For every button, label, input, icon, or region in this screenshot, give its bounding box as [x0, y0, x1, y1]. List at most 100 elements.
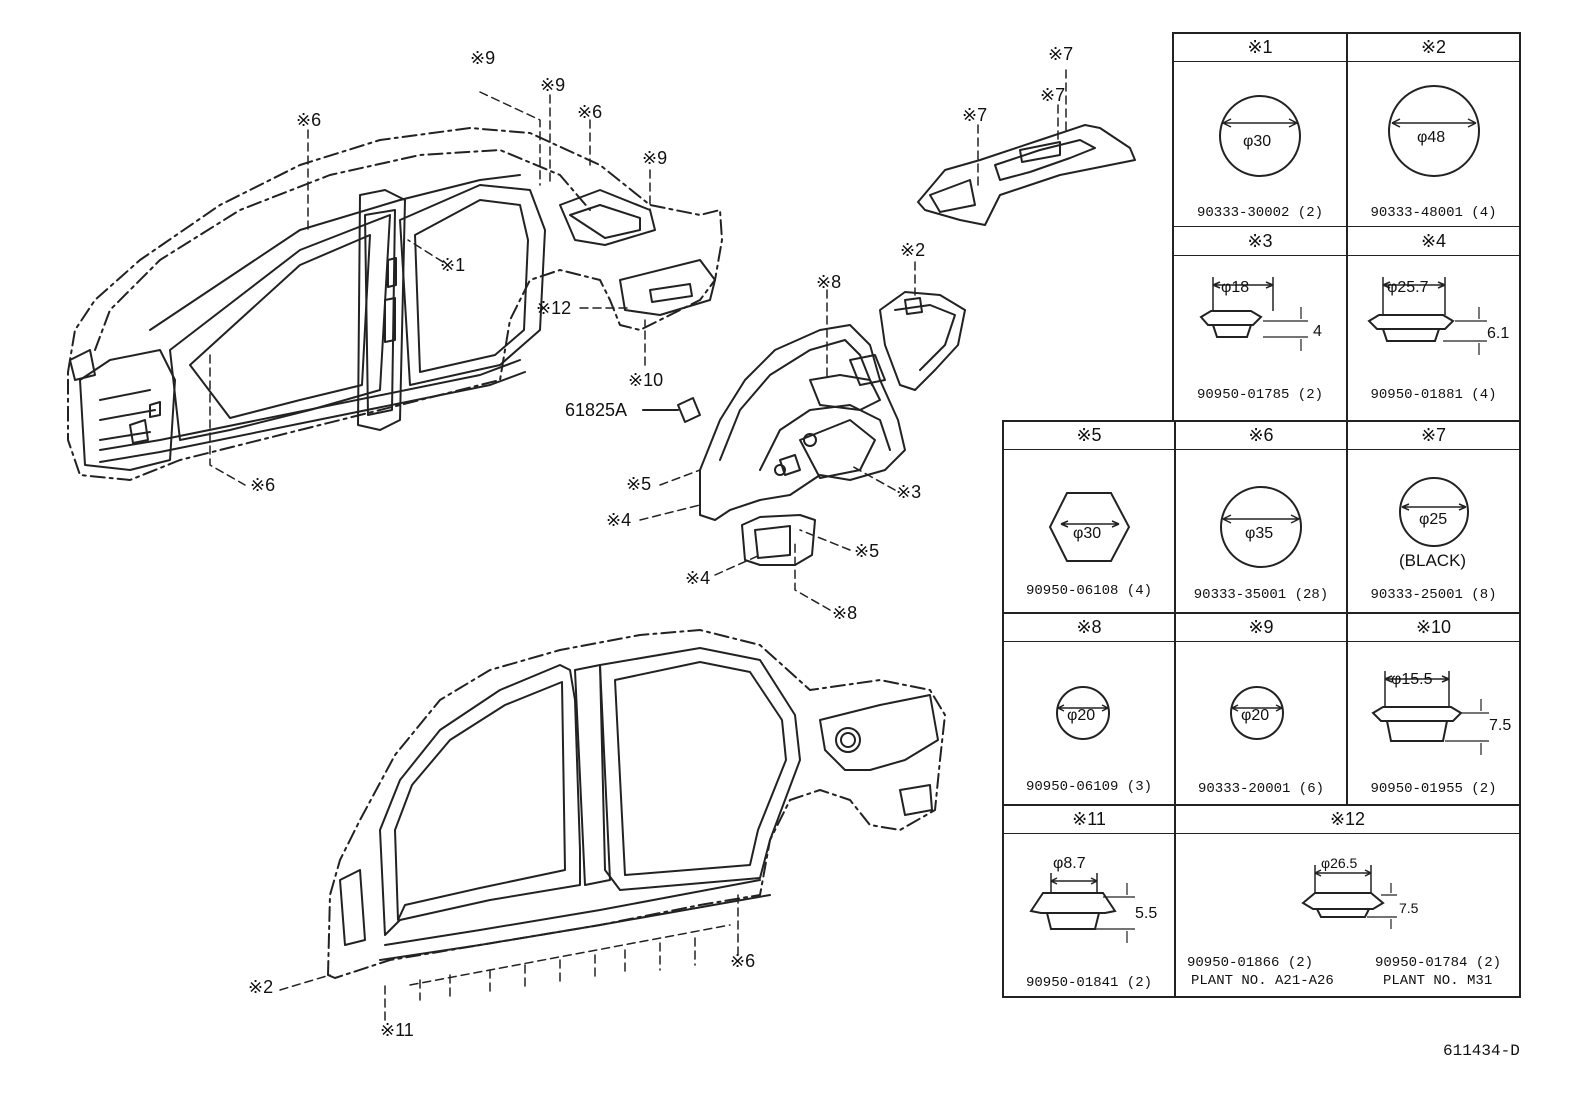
hex-plug-icon	[1048, 492, 1131, 562]
callout-10: ※10	[628, 370, 664, 390]
plug-height: 4	[1313, 323, 1322, 340]
plug-part-number: 90333-48001 (4)	[1370, 205, 1497, 221]
callout-7-a: ※7	[1048, 44, 1074, 64]
callout-5-left: ※5	[626, 474, 652, 494]
callout-3: ※3	[896, 482, 922, 502]
round-plug-icon	[1399, 477, 1469, 547]
round-plug-icon	[1388, 85, 1480, 177]
plug-cell-10: ※10 φ15.5 7.5 90950-01955 (2)	[1346, 612, 1521, 806]
leader-lines	[209, 69, 1067, 1021]
callout-2-upper: ※2	[900, 240, 926, 260]
plug-diameter: φ8.7	[1053, 855, 1086, 872]
round-plug-icon	[1220, 486, 1302, 568]
plug-diameter: φ48	[1417, 129, 1446, 146]
callout-7-c: ※7	[962, 105, 988, 125]
plug-header: ※2	[1347, 33, 1520, 62]
plug-cell-6: ※6 φ35 90333-35001 (28)	[1174, 420, 1348, 614]
plug-cell-2: ※2 φ48 90333-48001 (4)	[1346, 32, 1521, 227]
part-61825A-label: 61825A	[565, 400, 628, 420]
plug-height: 7.5	[1489, 717, 1512, 734]
plug-diameter: φ25	[1419, 511, 1448, 528]
plug-header: ※9	[1175, 613, 1347, 642]
plug-plant-a: PLANT NO. A21-A26	[1191, 973, 1334, 989]
cap-plug-icon	[1029, 873, 1135, 943]
plug-height: 6.1	[1487, 325, 1510, 342]
plug-part-number: 90333-30002 (2)	[1196, 205, 1324, 221]
callout-9-top: ※9	[470, 48, 496, 68]
plug-diameter: φ15.5	[1391, 671, 1433, 688]
plug-table-lower	[1002, 420, 1521, 998]
callout-6-roof: ※6	[296, 110, 322, 130]
plug-plant-b: PLANT NO. M31	[1383, 973, 1493, 989]
plug-header: ※1	[1173, 33, 1347, 62]
callout-2-lower: ※2	[248, 977, 274, 997]
round-plug-icon	[1056, 686, 1110, 740]
callout-6-sill: ※6	[730, 951, 756, 971]
plug-cell-7: ※7 φ25 (BLACK) 90333-25001 (8)	[1346, 420, 1521, 614]
callout-9-right: ※9	[642, 148, 668, 168]
callout-7-b: ※7	[1040, 85, 1066, 105]
rear-wheel-house	[699, 324, 906, 521]
round-plug-icon	[1230, 686, 1284, 740]
plug-diameter: φ20	[1067, 707, 1096, 724]
callout-5-right: ※5	[854, 541, 880, 561]
plug-part-number: 90950-01955 (2)	[1370, 781, 1497, 797]
callout-9-mid: ※9	[540, 75, 566, 95]
plug-cell-8: ※8 φ20 90950-06109 (3)	[1002, 612, 1176, 806]
callout-6-top: ※6	[577, 102, 603, 122]
plug-header: ※8	[1003, 613, 1175, 642]
plug-diameter: φ18	[1221, 279, 1250, 296]
plug-height: 5.5	[1135, 905, 1158, 922]
plug-cell-1: ※1 φ30 90333-30002 (2)	[1172, 32, 1348, 227]
plug-cell-9: ※9 φ20 90333-20001 (6)	[1174, 612, 1348, 806]
outer-side-panel	[327, 629, 946, 979]
inner-side-panel	[67, 127, 723, 481]
plug-header: ※10	[1347, 613, 1520, 642]
plug-part-number: 90333-35001 (28)	[1193, 587, 1329, 603]
plug-header: ※7	[1347, 421, 1520, 450]
plug-cell-11: ※11 φ8.7 5.5 90950-01841 (2)	[1002, 804, 1176, 998]
plug-header: ※4	[1347, 227, 1520, 256]
plug-part-number: 90333-20001 (6)	[1197, 781, 1325, 797]
quarter-inner-panel	[879, 291, 966, 391]
callout-6-lower: ※6	[250, 475, 276, 495]
plug-header: ※11	[1003, 805, 1175, 834]
plug-header: ※3	[1173, 227, 1347, 256]
plug-cell-12: ※12 φ26.5 7.5 90950-01866 (2) PLANT NO. …	[1174, 804, 1521, 998]
plug-diameter: φ26.5	[1321, 855, 1358, 871]
plug-part-number: 90950-06109 (3)	[1025, 779, 1153, 795]
plug-cell-4: ※4 φ25.7 6.1 90950-01881 (4)	[1346, 226, 1521, 422]
callout-11: ※11	[380, 1020, 414, 1040]
figure-id: 611434-D	[1443, 1042, 1520, 1060]
cap-plug-icon	[1371, 671, 1489, 755]
callout-8-lower: ※8	[832, 603, 858, 623]
callout-1: ※1	[440, 255, 466, 275]
plug-part-number: 90950-01881 (4)	[1370, 387, 1497, 403]
cap-plug-icon	[1301, 865, 1397, 929]
plug-part-number-b: 90950-01784 (2)	[1375, 955, 1502, 971]
plug-header: ※6	[1175, 421, 1347, 450]
callout-8-upper: ※8	[816, 272, 842, 292]
plug-color-note: (BLACK)	[1399, 551, 1467, 570]
plug-height: 7.5	[1399, 900, 1419, 916]
plug-header: ※5	[1003, 421, 1175, 450]
plug-diameter: φ35	[1245, 525, 1274, 542]
plug-diameter: φ20	[1241, 707, 1270, 724]
plug-diameter: φ25.7	[1387, 279, 1429, 296]
floor-side-member	[741, 514, 816, 566]
callout-4-left: ※4	[606, 510, 632, 530]
plug-part-number: 90950-01841 (2)	[1025, 975, 1153, 991]
plug-cell-5: ※5 φ30 90950-06108 (4)	[1002, 420, 1176, 614]
plug-diameter: φ30	[1073, 525, 1102, 542]
round-plug-icon	[1219, 95, 1301, 177]
cap-plug-icon	[1199, 277, 1308, 351]
plug-diameter: φ30	[1243, 133, 1272, 150]
plug-part-number: 90950-01785 (2)	[1196, 387, 1324, 403]
plug-part-number: 90950-06108 (4)	[1025, 583, 1153, 599]
cap-plug-icon	[1367, 277, 1487, 355]
roof-side-bracket	[917, 124, 1136, 226]
plug-cell-3: ※3 φ18 4 90950-01785 (2)	[1172, 226, 1348, 422]
callout-4-lower: ※4	[685, 568, 711, 588]
plug-part-number: 90333-25001 (8)	[1370, 587, 1497, 603]
